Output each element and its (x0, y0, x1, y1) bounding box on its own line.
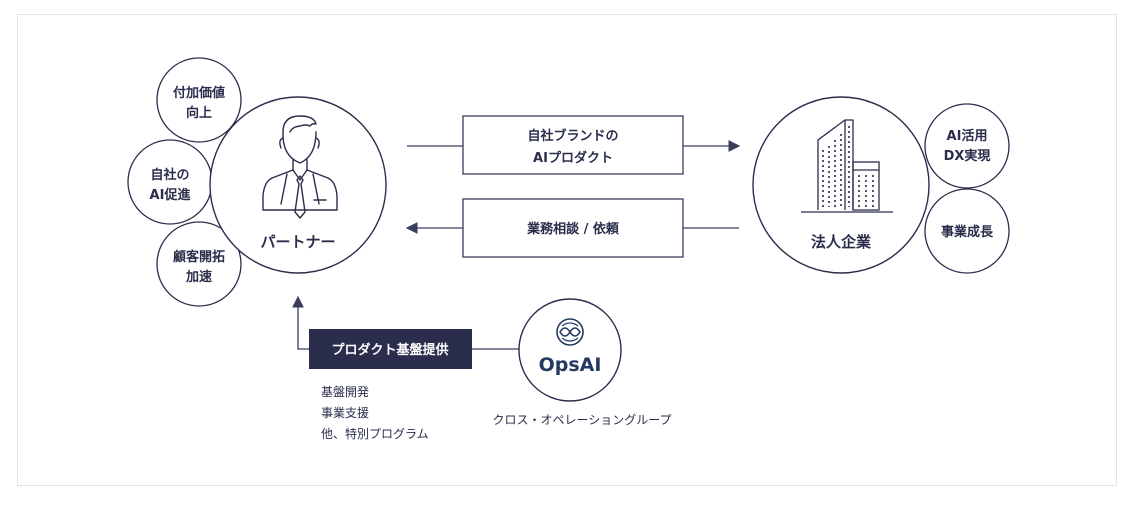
building-icon (801, 119, 893, 213)
partner-badge-ai-promotion: 自社の AI促進 (127, 139, 213, 225)
opsai-logo-text: OpsAI (539, 354, 602, 376)
flow-product-to-enterprise: 自社ブランドの AIプロダクト (407, 115, 741, 175)
detail-item: 事業支援 (321, 406, 369, 420)
badge-text-line1: 自社の (150, 167, 189, 183)
businessman-icon (262, 115, 338, 219)
partner-badge-value-up: 付加価値 向上 (156, 57, 242, 143)
enterprise-badge-ai-dx: AI活用 DX実現 (924, 103, 1010, 189)
partner-label: パートナー (260, 233, 335, 251)
badge-text-line2: AI促進 (150, 187, 191, 203)
flow-text-line2: AIプロダクト (533, 150, 613, 166)
badge-text-line1: 顧客開拓 (173, 249, 225, 265)
flow-text: 業務相談 / 依頼 (526, 221, 620, 237)
badge-text-line2: DX実現 (944, 148, 991, 164)
opsai-node: OpsAI (518, 298, 622, 402)
flow-platform-provision: プロダクト基盤提供 (292, 295, 520, 369)
partner-node: パートナー (209, 96, 387, 274)
platform-label: プロダクト基盤提供 (331, 342, 448, 358)
badge-text: 事業成長 (941, 224, 994, 240)
enterprise-label: 法人企業 (811, 233, 872, 251)
opsai-logo-icon (556, 318, 584, 346)
badge-text-line2: 向上 (186, 105, 212, 121)
badge-text-line1: 付加価値 (173, 85, 225, 101)
detail-item: 基盤開発 (321, 385, 369, 399)
detail-item: 他、特別プログラム (321, 426, 429, 441)
flow-text-line1: 自社ブランドの (527, 128, 618, 144)
enterprise-badge-business-growth: 事業成長 (924, 188, 1010, 274)
provider-name: クロス・オペレーショングループ (492, 413, 671, 427)
flow-consultation-to-partner: 業務相談 / 依頼 (405, 198, 739, 258)
badge-text-line2: 加速 (185, 269, 212, 285)
enterprise-node: 法人企業 (752, 96, 930, 274)
platform-details: 基盤開発 事業支援 他、特別プログラム (321, 385, 429, 441)
badge-text-line1: AI活用 (947, 128, 988, 144)
partner-badge-customer-development: 顧客開拓 加速 (156, 221, 242, 307)
